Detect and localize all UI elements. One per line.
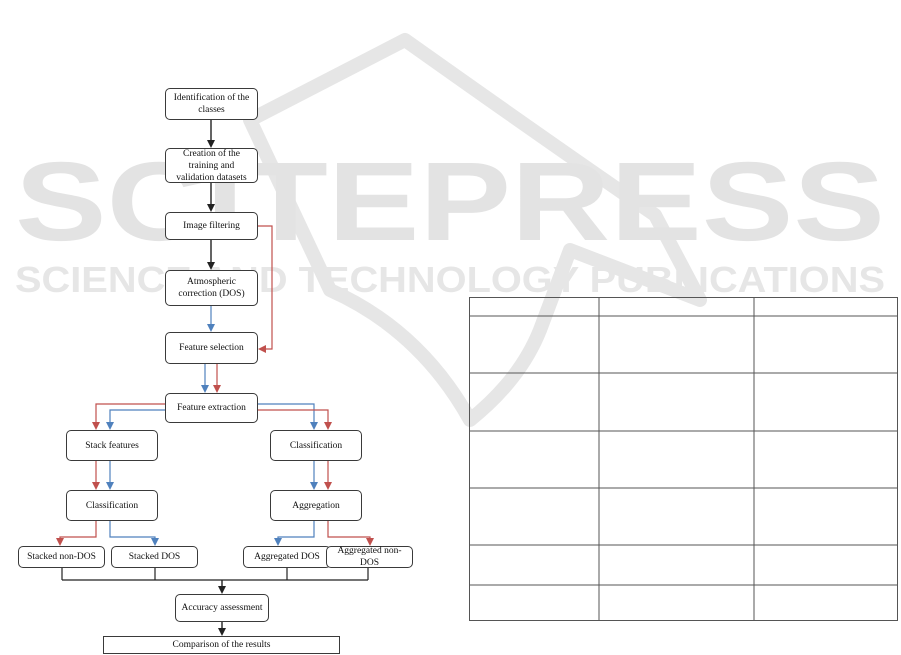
node-accuracy-assessment: Accuracy assessment	[175, 594, 269, 622]
arrow-extraction-to-stack-red	[92, 403, 165, 430]
node-feature-extraction: Feature extraction	[165, 393, 258, 423]
arrow-classification-to-stacked-dos	[109, 521, 159, 546]
node-aggregated-non-dos: Aggregated non-DOS	[326, 546, 413, 568]
node-stacked-non-dos: Stacked non-DOS	[18, 546, 105, 568]
watermark-brand: SCITEPRESS	[15, 139, 885, 264]
node-classification-left: Classification	[66, 490, 158, 521]
node-identification: Identification of the classes	[165, 88, 258, 120]
node-aggregated-dos: Aggregated DOS	[243, 546, 331, 568]
empty-table-grid	[469, 297, 898, 621]
arrow-classification-to-stacked-non-dos	[56, 521, 97, 546]
node-aggregation: Aggregation	[270, 490, 362, 521]
watermark-tagline: SCIENCE AND TECHNOLOGY PUBLICATIONS	[15, 259, 885, 300]
node-classification-right: Classification	[270, 430, 362, 461]
arrow-aggregation-to-aggregated-dos	[274, 521, 315, 546]
arrow-extraction-to-classification-blue	[258, 403, 318, 430]
arrow-filtering-to-feature-selection	[257, 225, 273, 353]
node-image-filtering: Image filtering	[165, 212, 258, 240]
arrow-extraction-to-classification-red	[258, 409, 332, 430]
arrow-aggregation-to-aggregated-non-dos	[327, 521, 374, 546]
watermark-book-icon	[243, 33, 707, 427]
node-comparison-of-results: Comparison of the results	[103, 636, 340, 654]
node-atmospheric-correction: Atmospheric correction (DOS)	[165, 270, 258, 306]
node-feature-selection: Feature selection	[165, 332, 258, 364]
node-creation: Creation of the training and validation …	[165, 148, 258, 183]
node-stack-features: Stack features	[66, 430, 158, 461]
table-border	[469, 297, 898, 621]
arrow-extraction-to-stack-blue	[106, 409, 165, 430]
node-stacked-dos: Stacked DOS	[111, 546, 198, 568]
